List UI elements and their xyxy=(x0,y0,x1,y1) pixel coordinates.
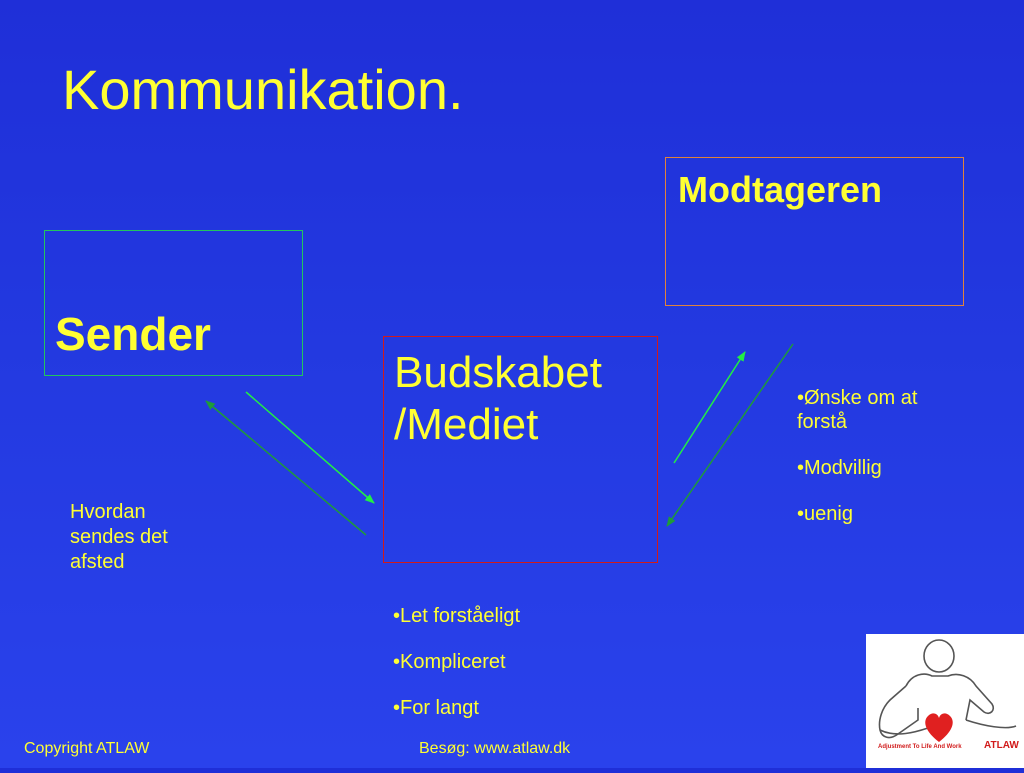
sender-note: Hvordan sendes det afsted xyxy=(70,500,220,575)
message-point: •Let forståeligt xyxy=(393,605,521,627)
receiver-point: •Ønske om at forstå xyxy=(797,387,918,433)
arrow-message-to-receiver xyxy=(673,351,746,464)
receiver-box: Modtageren xyxy=(665,157,964,306)
atlaw-logo: Adjustment To Life And Work ATLAW xyxy=(866,634,1024,768)
message-medium-label: Budskabet /Mediet xyxy=(394,347,602,451)
message-point: •For langt xyxy=(393,697,479,719)
sender-note-line2: sendes det xyxy=(70,526,168,548)
receiver-point: •uenig xyxy=(797,503,853,525)
receiver-label: Modtageren xyxy=(678,169,883,210)
arrow-receiver-to-message xyxy=(666,343,794,527)
message-label-line1: Budskabet xyxy=(394,348,602,397)
message-points-list: •Let forståeligt •Kompliceret •For langt xyxy=(393,604,520,742)
message-point: •Kompliceret xyxy=(393,651,506,673)
footer-website[interactable]: Besøg: www.atlaw.dk xyxy=(419,740,571,757)
arrow-sender-to-message xyxy=(245,391,375,504)
footer-copyright: Copyright ATLAW xyxy=(24,740,150,757)
arrow-message-to-sender xyxy=(205,400,367,536)
logo-tagline: Adjustment To Life And Work xyxy=(878,744,962,750)
logo-brand: ATLAW xyxy=(984,740,1019,751)
receiver-points-list: •Ønske om at forstå •Modvillig •uenig xyxy=(797,386,967,548)
sender-label: Sender xyxy=(55,308,211,360)
message-medium-box: Budskabet /Mediet xyxy=(383,336,658,563)
receiver-point: •Modvillig xyxy=(797,457,882,479)
sender-note-line1: Hvordan xyxy=(70,501,146,523)
sender-note-line3: afsted xyxy=(70,551,125,573)
message-label-line2: /Mediet xyxy=(394,399,539,449)
sender-box: Sender xyxy=(44,230,303,376)
logo-figure-icon xyxy=(878,639,1017,742)
page-title: Kommunikation. xyxy=(62,58,464,121)
